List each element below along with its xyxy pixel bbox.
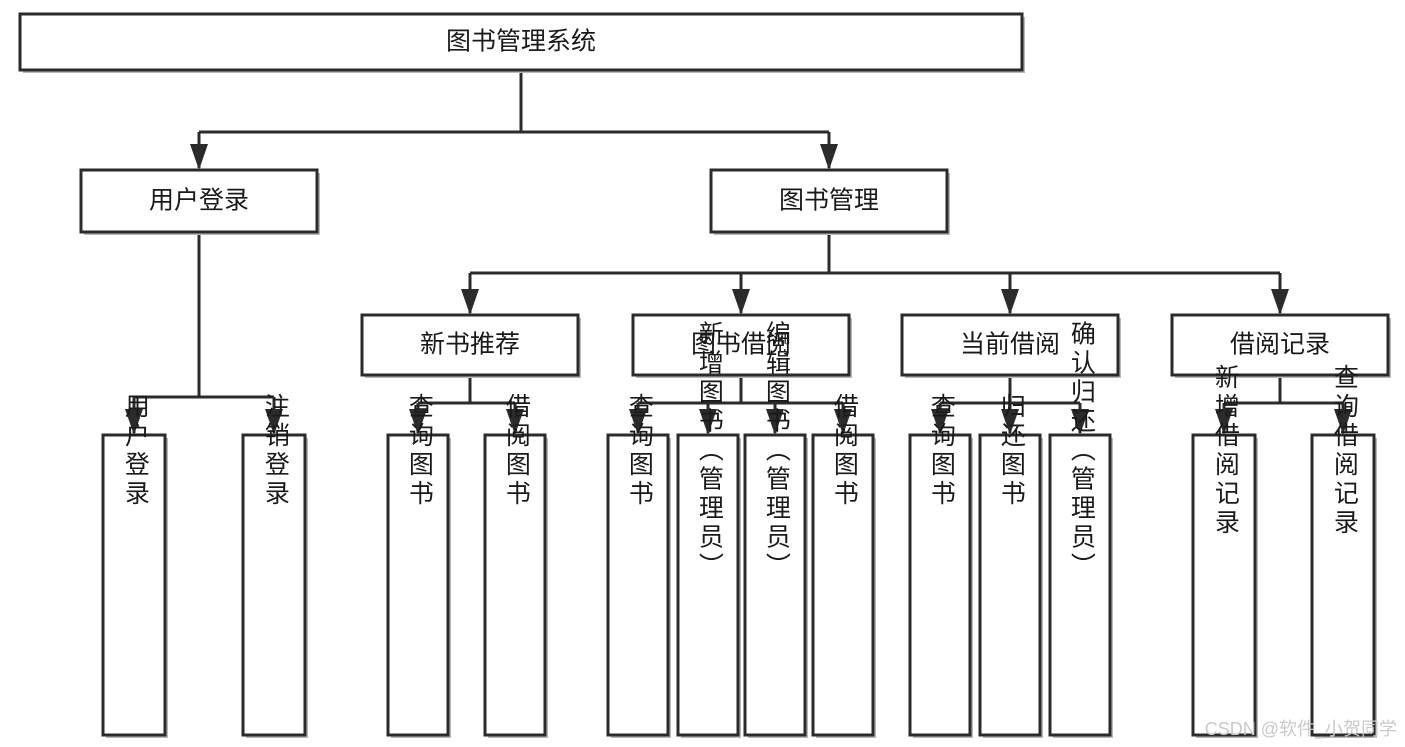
- node-label: 图书管理: [779, 187, 879, 215]
- arrow-head-icon: [766, 409, 784, 435]
- node-rect[interactable]: [631, 313, 851, 377]
- arrow-head-icon: [931, 409, 949, 435]
- arrow-head-icon: [190, 144, 208, 170]
- arrow-head-icon: [699, 409, 717, 435]
- node-label: 图书借阅: [691, 331, 791, 359]
- node-leaf-add-borrow-record[interactable]: 新增借阅记录: [1191, 364, 1258, 738]
- node-label: 用户登录: [149, 187, 249, 215]
- node-leaf-query-book-3[interactable]: 查询图书: [908, 393, 973, 738]
- arrow-head-icon: [1071, 409, 1089, 435]
- node-rect[interactable]: [18, 12, 1024, 72]
- node-label: 当前借阅: [960, 331, 1060, 359]
- node-borrow-record[interactable]: 借阅记录: [1170, 313, 1391, 378]
- node-leaf-query-borrow-record[interactable]: 查询借阅记录: [1310, 364, 1377, 738]
- node-leaf-user-login[interactable]: 用户登录: [101, 393, 168, 738]
- node-label: 图书管理系统: [446, 28, 596, 56]
- node-book-borrow[interactable]: 图书借阅: [631, 313, 852, 378]
- node-rect[interactable]: [709, 168, 949, 234]
- arrow-head-icon: [1001, 409, 1019, 435]
- node-label: 查询借阅记录: [1330, 364, 1359, 538]
- node-label: 注销登录: [261, 393, 290, 509]
- node-rect[interactable]: [676, 433, 740, 737]
- node-label: 确认归还（管理员）: [1067, 321, 1096, 582]
- node-rect[interactable]: [1310, 433, 1376, 737]
- node-label: 编辑图书（管理员）: [762, 321, 791, 582]
- node-rect[interactable]: [386, 433, 450, 737]
- node-rect[interactable]: [811, 433, 875, 737]
- node-rect[interactable]: [79, 168, 319, 234]
- arrow-head-icon: [265, 409, 283, 435]
- arrow-head-icon: [834, 409, 852, 435]
- node-rect[interactable]: [978, 433, 1042, 737]
- node-rect[interactable]: [1170, 313, 1390, 377]
- arrow-head-icon: [732, 289, 750, 315]
- arrow-head-icon: [409, 409, 427, 435]
- node-label: 查询图书: [927, 393, 956, 509]
- node-leaf-query-book-2[interactable]: 查询图书: [606, 393, 671, 738]
- node-rect[interactable]: [908, 433, 972, 737]
- node-leaf-confirm-return-admin[interactable]: 确认归还（管理员）: [1048, 321, 1113, 739]
- arrow-head-icon: [1215, 409, 1233, 435]
- arrow-head-icon: [1334, 409, 1352, 435]
- node-leaf-edit-book-admin[interactable]: 编辑图书（管理员）: [743, 321, 808, 739]
- node-rect[interactable]: [900, 313, 1120, 377]
- node-label: 新增图书（管理员）: [695, 321, 724, 582]
- node-label: 新增借阅记录: [1211, 364, 1240, 538]
- node-label: 借阅记录: [1230, 331, 1330, 359]
- node-leaf-borrow-book-2[interactable]: 借阅图书: [811, 393, 876, 738]
- connector-layer: [125, 70, 1352, 435]
- node-current-borrow[interactable]: 当前借阅: [900, 313, 1121, 378]
- node-label: 借阅图书: [502, 393, 531, 509]
- node-label: 新书推荐: [420, 331, 520, 359]
- node-rect[interactable]: [1048, 433, 1112, 737]
- node-rect[interactable]: [743, 433, 807, 737]
- node-rect[interactable]: [101, 433, 167, 737]
- node-rect[interactable]: [360, 313, 580, 377]
- node-label: 借阅图书: [830, 393, 859, 509]
- node-new-book-recommend[interactable]: 新书推荐: [360, 313, 581, 378]
- arrow-head-icon: [1001, 289, 1019, 315]
- node-user-login[interactable]: 用户登录: [79, 168, 320, 235]
- node-leaf-logout-login[interactable]: 注销登录: [241, 393, 308, 738]
- node-rect[interactable]: [483, 433, 547, 737]
- node-leaf-add-book-admin[interactable]: 新增图书（管理员）: [676, 321, 741, 739]
- arrow-head-icon: [125, 409, 143, 435]
- node-label: 归还图书: [997, 393, 1026, 509]
- node-label: 查询图书: [405, 393, 434, 509]
- arrow-head-icon: [1271, 289, 1289, 315]
- arrow-head-icon: [820, 144, 838, 170]
- node-leaf-borrow-book-1[interactable]: 借阅图书: [483, 393, 548, 738]
- node-leaf-query-book-1[interactable]: 查询图书: [386, 393, 451, 738]
- node-book-manage[interactable]: 图书管理: [709, 168, 950, 235]
- node-label: 用户登录: [121, 393, 150, 509]
- node-label: 查询图书: [625, 393, 654, 509]
- node-leaf-return-book[interactable]: 归还图书: [978, 393, 1043, 738]
- arrow-head-icon: [506, 409, 524, 435]
- arrow-head-icon: [629, 409, 647, 435]
- node-root-root[interactable]: 图书管理系统: [18, 12, 1025, 73]
- node-layer: 图书管理系统用户登录图书管理新书推荐图书借阅当前借阅借阅记录用户登录注销登录查询…: [18, 12, 1391, 739]
- node-rect[interactable]: [606, 433, 670, 737]
- node-rect[interactable]: [241, 433, 307, 737]
- node-rect[interactable]: [1191, 433, 1257, 737]
- arrow-head-icon: [461, 289, 479, 315]
